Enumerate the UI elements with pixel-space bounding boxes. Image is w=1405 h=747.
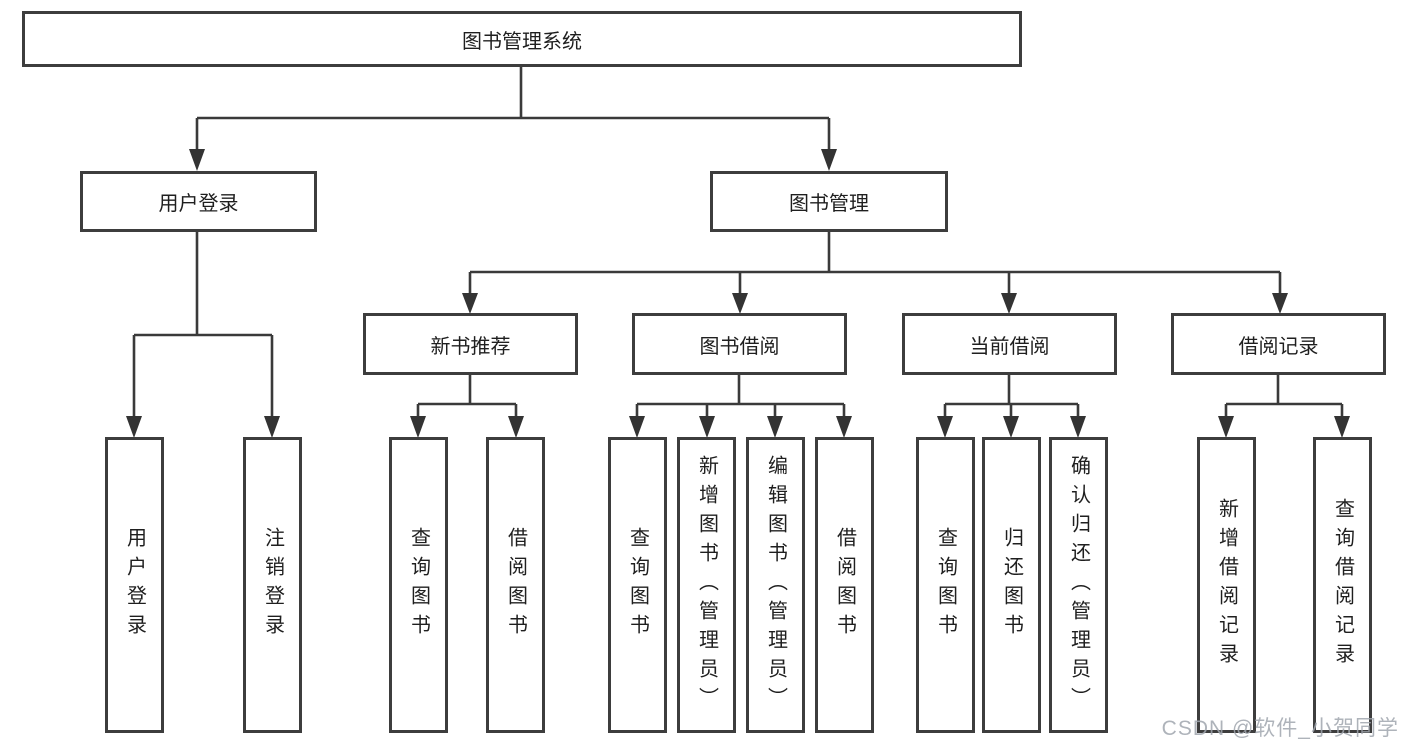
leaf-label: 查询图书 — [934, 527, 957, 643]
node-user-login: 用户登录 — [80, 171, 317, 232]
leaf-label: 用户登录 — [123, 527, 146, 643]
node-label: 图书管理 — [789, 193, 869, 215]
leaf-confirm-return-admin: 确认归还（管理员） — [1049, 437, 1108, 733]
leaf-label: 查询图书 — [407, 527, 430, 643]
leaf-label: 归还图书 — [1000, 527, 1023, 643]
leaf-label: 查询图书 — [626, 527, 649, 643]
csdn-watermark: CSDN @软件_小贺同学 — [1161, 717, 1399, 740]
leaf-label: 查询借阅记录 — [1331, 498, 1354, 672]
leaf-label: 注销登录 — [261, 527, 284, 643]
leaf-add-borrow-record: 新增借阅记录 — [1197, 437, 1256, 733]
node-book-management: 图书管理 — [710, 171, 948, 232]
leaf-query-books-current: 查询图书 — [916, 437, 975, 733]
leaf-query-borrow-record: 查询借阅记录 — [1313, 437, 1372, 733]
leaf-logout: 注销登录 — [243, 437, 302, 733]
leaf-return-books: 归还图书 — [982, 437, 1041, 733]
leaf-label: 确认归还（管理员） — [1067, 454, 1090, 716]
leaf-label: 新增图书（管理员） — [695, 454, 718, 716]
leaf-query-books-borrowing: 查询图书 — [608, 437, 667, 733]
node-book-borrowing: 图书借阅 — [632, 313, 847, 375]
leaf-label: 新增借阅记录 — [1215, 498, 1238, 672]
leaf-label: 借阅图书 — [504, 527, 527, 643]
arrowheads — [126, 149, 1350, 438]
node-label: 当前借阅 — [969, 335, 1050, 358]
node-label: 图书管理系统 — [462, 30, 582, 53]
leaf-label: 借阅图书 — [833, 527, 856, 643]
node-label: 借阅记录 — [1238, 335, 1319, 358]
node-library-system: 图书管理系统 — [22, 11, 1022, 67]
leaf-user-login: 用户登录 — [105, 437, 164, 733]
node-borrowing-records: 借阅记录 — [1171, 313, 1386, 375]
node-label: 用户登录 — [158, 193, 239, 215]
node-label: 新书推荐 — [430, 335, 511, 358]
leaf-label: 编辑图书（管理员） — [764, 454, 787, 716]
leaf-query-books-recommend: 查询图书 — [389, 437, 448, 733]
connector-stroke-path — [132, 67, 1344, 419]
leaf-edit-books-admin: 编辑图书（管理员） — [746, 437, 805, 733]
leaf-borrow-books: 借阅图书 — [815, 437, 874, 733]
leaf-add-books-admin: 新增图书（管理员） — [677, 437, 736, 733]
node-label: 图书借阅 — [699, 335, 780, 358]
node-current-borrowing: 当前借阅 — [902, 313, 1117, 375]
node-new-book-recommendation: 新书推荐 — [363, 313, 578, 375]
leaf-borrow-books-recommend: 借阅图书 — [486, 437, 545, 733]
